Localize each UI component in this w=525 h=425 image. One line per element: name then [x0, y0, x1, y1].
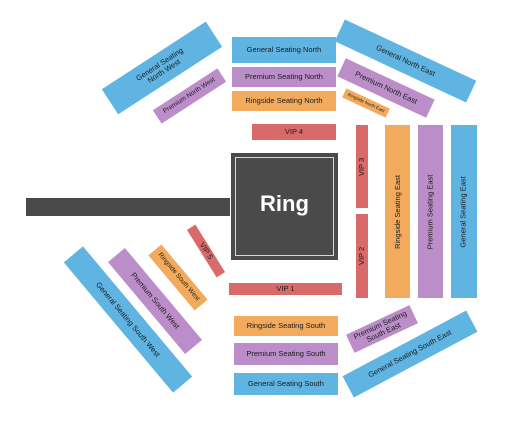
- section-label: VIP 2: [357, 246, 367, 266]
- section-label: VIP 3: [357, 157, 367, 176]
- section-vip-3[interactable]: VIP 3: [356, 125, 368, 208]
- section-vip-1[interactable]: VIP 1: [229, 283, 342, 295]
- section-label: General Seating South: [248, 379, 324, 389]
- section-general-seating-north-west[interactable]: General Seating North West: [101, 21, 223, 115]
- section-vip-2[interactable]: VIP 2: [356, 214, 368, 298]
- section-general-seating-north[interactable]: General Seating North: [232, 37, 336, 63]
- section-label: VIP 4: [284, 127, 304, 137]
- section-vip-5[interactable]: VIP 5: [186, 224, 226, 278]
- section-ringside-seating-east[interactable]: Ringside Seating East: [385, 125, 410, 298]
- section-label: Premium Seating East: [425, 174, 435, 249]
- section-label: VIP 1: [276, 284, 295, 294]
- section-label: General Seating North West: [134, 45, 185, 85]
- section-label: Premium Seating North: [245, 72, 323, 82]
- section-premium-seating-north[interactable]: Premium Seating North: [232, 67, 336, 87]
- section-label: Ringside Seating East: [392, 174, 402, 249]
- section-label: Ringside Seating North: [245, 96, 323, 106]
- section-label: Ringside Seating South: [246, 321, 326, 331]
- section-premium-seating-south[interactable]: Premium Seating South: [234, 343, 338, 365]
- section-label: General Seating East: [459, 175, 469, 248]
- section-vip-4[interactable]: VIP 4: [252, 124, 336, 140]
- section-ringside-seating-south[interactable]: Ringside Seating South: [234, 316, 338, 336]
- ring-label: Ring: [260, 191, 309, 216]
- section-label: Premium Seating South East: [352, 308, 409, 345]
- walkway: [26, 198, 230, 216]
- ring-ropes: [235, 157, 334, 256]
- section-general-seating-south[interactable]: General Seating South: [234, 373, 338, 395]
- section-general-seating-east[interactable]: General Seating East: [451, 125, 477, 298]
- section-label: General North East: [374, 42, 437, 79]
- section-label: Premium North West: [161, 75, 217, 115]
- section-label: General Seating North: [246, 45, 322, 55]
- section-ringside-seating-north[interactable]: Ringside Seating North: [232, 91, 336, 111]
- section-premium-seating-east[interactable]: Premium Seating East: [418, 125, 443, 298]
- section-label: VIP 5: [197, 240, 216, 261]
- section-label: Premium Seating South: [246, 349, 326, 359]
- ring: Ring: [231, 153, 338, 260]
